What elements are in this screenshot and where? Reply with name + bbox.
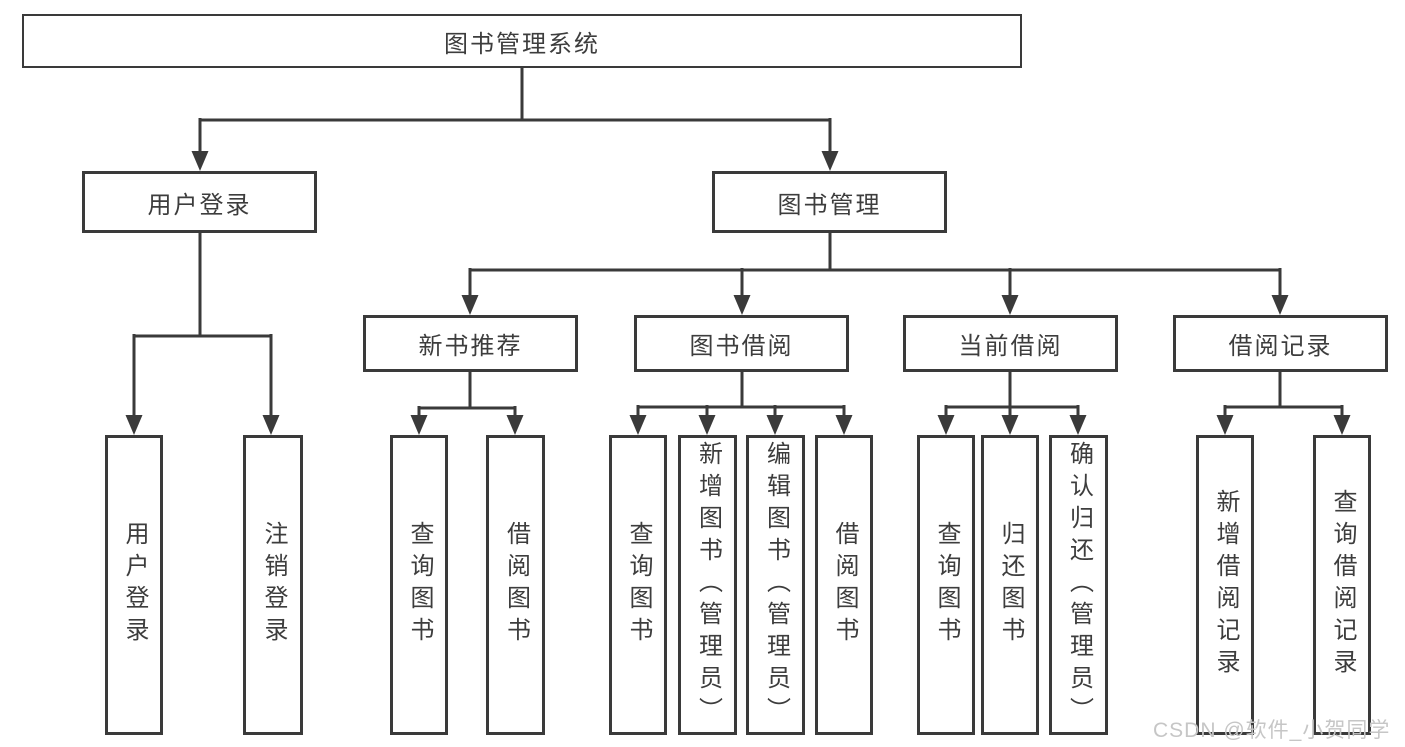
node-leaf-logout: 注销登录 (243, 435, 303, 735)
node-leaf-bb-borrow-book-label: 借阅图书 (831, 521, 858, 649)
node-leaf-cb-confirm-return: 确认归还（管理员） (1049, 435, 1108, 735)
node-new-book-rec-label: 新书推荐 (418, 333, 523, 360)
node-borrow-record-label: 借阅记录 (1228, 333, 1333, 360)
node-book-borrow-label: 图书借阅 (689, 333, 794, 360)
node-leaf-br-query-record-label: 查询借阅记录 (1329, 489, 1356, 681)
node-leaf-rec-query-book: 查询图书 (390, 435, 448, 735)
node-user-login-group-label: 用户登录 (147, 191, 252, 219)
node-leaf-cb-query-book: 查询图书 (917, 435, 975, 735)
node-leaf-bb-edit-book-label: 编辑图书（管理员） (762, 441, 790, 729)
node-leaf-cb-return-book-label: 归还图书 (997, 521, 1024, 649)
node-leaf-cb-query-book-label: 查询图书 (933, 521, 960, 649)
node-current-borrow: 当前借阅 (903, 315, 1118, 372)
node-leaf-br-add-record-label: 新增借阅记录 (1212, 489, 1239, 681)
node-leaf-br-query-record: 查询借阅记录 (1313, 435, 1371, 735)
node-new-book-rec: 新书推荐 (363, 315, 578, 372)
node-leaf-user-login-label: 用户登录 (121, 521, 148, 649)
node-leaf-bb-edit-book: 编辑图书（管理员） (746, 435, 805, 735)
node-root-label: 图书管理系统 (444, 30, 600, 58)
csdn-watermark: CSDN @软件_小贺同学 (1153, 719, 1391, 742)
node-leaf-bb-query-book-label: 查询图书 (625, 521, 652, 649)
node-leaf-br-add-record: 新增借阅记录 (1196, 435, 1254, 735)
node-book-mgmt-group: 图书管理 (712, 171, 947, 233)
node-leaf-bb-borrow-book: 借阅图书 (815, 435, 873, 735)
node-leaf-cb-confirm-return-label: 确认归还（管理员） (1065, 441, 1093, 729)
node-root: 图书管理系统 (22, 14, 1022, 68)
node-leaf-rec-borrow-book: 借阅图书 (486, 435, 545, 735)
node-leaf-bb-add-book: 新增图书（管理员） (678, 435, 737, 735)
node-user-login-group: 用户登录 (82, 171, 317, 233)
node-borrow-record: 借阅记录 (1173, 315, 1388, 372)
node-leaf-bb-add-book-label: 新增图书（管理员） (694, 441, 722, 729)
node-leaf-user-login: 用户登录 (105, 435, 163, 735)
node-leaf-rec-query-book-label: 查询图书 (406, 521, 433, 649)
node-current-borrow-label: 当前借阅 (958, 333, 1063, 360)
node-book-borrow: 图书借阅 (634, 315, 849, 372)
node-leaf-cb-return-book: 归还图书 (981, 435, 1039, 735)
node-leaf-logout-label: 注销登录 (260, 521, 287, 649)
node-leaf-rec-borrow-book-label: 借阅图书 (502, 521, 530, 649)
node-leaf-bb-query-book: 查询图书 (609, 435, 667, 735)
node-book-mgmt-group-label: 图书管理 (777, 191, 882, 219)
